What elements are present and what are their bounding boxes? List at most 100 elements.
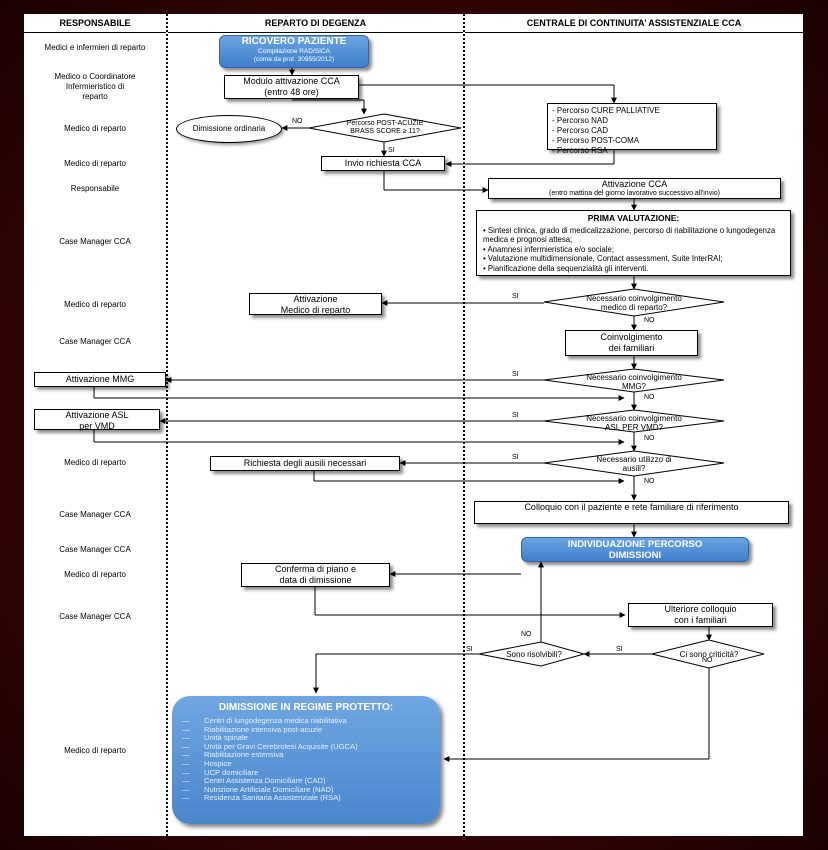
- dimissione-item: —Riabilitazione intensiva post-acuzie: [182, 724, 434, 735]
- label-no: NO: [702, 657, 713, 664]
- dimissione-item: —Centri di lungodegenza medica riabilita…: [182, 716, 434, 726]
- decision-mmg-line1: Necessario coinvolgimento: [586, 373, 682, 382]
- header-centrale: CENTRALE DI CONTINUITA’ ASSISTENZIALE CC…: [465, 14, 803, 33]
- dimissione-item-text: Centri di lungodegenza medica riabilitat…: [204, 716, 347, 725]
- decision-medico-text: Necessario coinvolgimento medico di repa…: [554, 294, 714, 312]
- responsabile-label: Case Manager CCA: [59, 237, 131, 246]
- decision-asl-line1: Necessario coinvolgimento: [586, 414, 682, 423]
- individuazione-line1: INDIVIDUAZIONE PERCORSO: [567, 539, 703, 550]
- label-no: NO: [644, 435, 655, 442]
- decision-asl-line2: ASL PER VMD?: [605, 423, 663, 432]
- dimissione-item: — Hospice: [182, 758, 434, 769]
- dimissione-item: — Riabilitazione estensiva: [182, 751, 434, 760]
- dash-marker: —: [182, 733, 190, 743]
- responsabile-label: Case Manager CCA: [59, 545, 131, 554]
- dimissione-item: — UCP domiciliare: [182, 767, 434, 778]
- dimissione-ordinaria-ellipse: Dimissione ordinaria: [176, 115, 282, 143]
- label-si: SI: [512, 454, 519, 461]
- header-responsabile: RESPONSABILE: [24, 14, 166, 33]
- decision-criticita: [651, 639, 765, 669]
- responsabile-label: Case Manager CCA: [59, 337, 131, 346]
- individuazione-line2: DIMISSIONI: [608, 550, 662, 561]
- decision-ausili: [543, 450, 725, 477]
- dimissione-item-text: Centri Assistenza Domiciliare (CAD): [204, 776, 326, 786]
- decision-coinvolgimento-medico: [543, 288, 725, 317]
- flowchart-page: RESPONSABILE REPARTO DI DEGENZA CENTRALE…: [24, 14, 803, 836]
- attivazione-medico-line2: Medico di reparto: [280, 305, 351, 315]
- attivazione-asl-line1: Attivazione ASL: [65, 410, 129, 420]
- attivazione-cca-box: Attivazione CCA (entro mattina del giorn…: [488, 178, 781, 199]
- ricovero-sub1: Compilazione RAD/SICA: [258, 48, 330, 55]
- dimissione-item-text: Nutrizione Artificiale Domiciliare (NAD): [204, 784, 334, 794]
- responsabile-label: Medici e infermieri di reparto: [44, 43, 146, 52]
- label-no: NO: [644, 394, 655, 401]
- percorso-item: - Percorso NAD: [552, 116, 609, 125]
- label-si: SI: [616, 646, 623, 653]
- dash-marker: —: [182, 793, 190, 803]
- dimissione-item: —Nutrizione Artificiale Domiciliare (NAD…: [182, 784, 434, 795]
- responsabile-label: Responsabile: [70, 184, 120, 193]
- dimissione-item-text: Hospice: [204, 758, 232, 768]
- decision-brass-line2: BRASS SCORE ≥ 11?: [350, 128, 420, 135]
- label-si: SI: [388, 147, 395, 154]
- coinvolgimento-line2: dei familiari: [608, 343, 655, 353]
- percorsi-list-box: - Percorso CURE PALLIATIVE - Percorso NA…: [547, 103, 717, 155]
- dimissione-item-text: Riabilitazione intensiva post-acuzie: [204, 724, 323, 734]
- prima-valutazione-item: • Pianificazione della sequenzialità gli…: [483, 263, 649, 273]
- decision-risolvibili-text: Sono risolvibili?: [506, 650, 562, 659]
- ricovero-sub2: (come da prot. 30955/2012): [253, 56, 335, 63]
- ricovero-title: RICOVERO PAZIENTE: [241, 36, 347, 47]
- conferma-line1: Conferma di piano e: [274, 564, 357, 574]
- responsabile-label: Case Manager CCA: [59, 510, 131, 519]
- decision-medico-line1: Necessario coinvolgimento: [586, 294, 682, 303]
- responsabile-label: Medico o Coordinatore Infermieristico di…: [54, 72, 136, 101]
- modulo-line2: (entro 48 ore): [264, 87, 319, 97]
- prima-valutazione-title: PRIMA VALUTAZIONE:: [587, 213, 680, 223]
- decision-ausili-line1: Necessario utilizzo di: [596, 455, 672, 464]
- dimissione-item: — Residenza Sanitaria Assistenziale (RSA): [182, 794, 434, 803]
- dash-marker: —: [182, 767, 190, 777]
- richiesta-ausili-box: Richiesta degli ausili necessari: [210, 456, 400, 471]
- conferma-line2: data di dimissione: [279, 575, 352, 585]
- coinvolgimento-line1: Coinvolgimento: [600, 332, 663, 342]
- column-divider: [463, 14, 465, 836]
- dimissione-item: —Unità per Gravi Cerebrolesi Acquisite (…: [182, 741, 434, 752]
- dash-marker: —: [182, 750, 190, 760]
- dash-marker: —: [182, 758, 190, 768]
- dimissione-item: —Unità spinale: [182, 734, 434, 743]
- label-no: NO: [644, 317, 655, 324]
- decision-mmg-text: Necessario coinvolgimento MMG?: [554, 373, 714, 391]
- dimissione-list: — Centri di lungodegenza medica riabilita…: [172, 716, 440, 803]
- dimissione-title: DIMISSIONE IN REGIME PROTETTO:: [218, 702, 394, 713]
- dimissione-item: — Centri Assistenza Domiciliare (CAD): [182, 777, 434, 786]
- decision-asl-text: Necessario coinvolgimento ASL PER VMD?: [554, 414, 714, 432]
- responsabile-label: Medico di reparto: [64, 458, 126, 467]
- dimissione-item-text: Residenza Sanitaria Assistenziale (RSA): [204, 793, 341, 803]
- decision-mmg-line2: MMG?: [622, 382, 646, 391]
- decision-brass-text: Percorso POST-ACUZIE BRASS SCORE ≥ 11?: [324, 120, 446, 136]
- dimissione-item-text: Riabilitazione estensiva: [204, 750, 284, 760]
- column-divider: [166, 14, 168, 836]
- decision-criticita-text: Ci sono criticità?: [679, 650, 739, 659]
- decision-brass-line1: Percorso POST-ACUZIE: [346, 120, 424, 127]
- percorso-item: - Percorso CAD: [552, 126, 609, 135]
- flow-connectors: [93, 68, 765, 762]
- colloquio-box: Colloquio con il paziente e rete familia…: [474, 501, 789, 524]
- responsabile-label: Medico di reparto: [64, 159, 126, 168]
- modulo-line1: Modulo attivazione CCA: [243, 76, 340, 86]
- percorso-item: - Percorso POST-COMA: [552, 136, 640, 145]
- ulteriore-line1: Ulteriore colloquio: [664, 604, 737, 614]
- attivazione-cca-line1: Attivazione CCA: [601, 179, 668, 189]
- dimissione-regime-protetto-box: DIMISSIONE IN REGIME PROTETTO: — Centri d…: [172, 696, 440, 824]
- decision-ausili-text: Necessario utilizzo di ausili?: [554, 455, 714, 473]
- responsabile-label: Medico di reparto: [64, 124, 126, 133]
- label-si: SI: [512, 371, 519, 378]
- decision-coinvolgimento-mmg: [543, 368, 725, 393]
- attivazione-medico-line1: Attivazione: [293, 294, 338, 304]
- responsabile-label: Medico di reparto: [64, 570, 126, 579]
- dash-marker: —: [182, 776, 190, 786]
- dimissione-item-text: UCP domiciliare: [204, 767, 259, 777]
- dimissione-item-text: Unità per Gravi Cerebrolesi Acquisite (U…: [204, 741, 358, 751]
- percorso-item: - Percorso RSA: [552, 146, 608, 155]
- individuazione-percorso-box: INDIVIDUAZIONE PERCORSO DIMISSIONI: [521, 537, 749, 562]
